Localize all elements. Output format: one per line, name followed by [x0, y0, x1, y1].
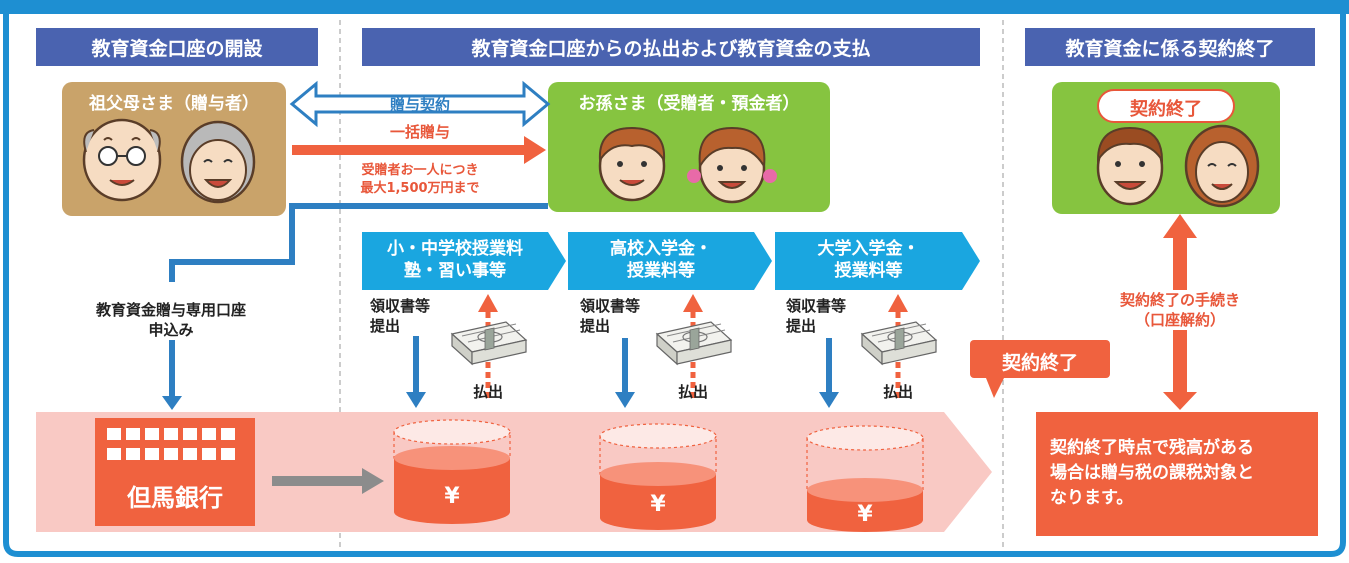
- receipt-label-3-line-1: 領収書等: [786, 297, 847, 315]
- savings-cylinder-icon: [393, 419, 511, 524]
- stage-chevron-2: [568, 232, 772, 290]
- termination-badge-tail: [986, 378, 1004, 398]
- gift-contract-arrow: [289, 80, 551, 128]
- cash-bundle-icon: [861, 321, 937, 365]
- account-band: [36, 412, 992, 532]
- termination-procedure-line-1: 契約終了の手続き: [1119, 291, 1240, 309]
- stage-1-line-1: 小・中学校授業料: [387, 239, 523, 259]
- withdraw-label-1: 払出: [472, 383, 503, 401]
- girl-face-icon: [687, 126, 777, 204]
- tax-note-line-1: 契約終了時点で残高がある: [1050, 438, 1254, 458]
- savings-cylinder-icon: [806, 425, 924, 532]
- termination-procedure-label: 契約終了の手続き （口座解約）: [1092, 290, 1268, 330]
- yen-label-2: ¥: [650, 492, 666, 517]
- tax-note: 契約終了時点で残高がある 場合は贈与税の課税対象と なります。: [1050, 436, 1310, 511]
- stage-chevron-3: [775, 232, 980, 290]
- receipt-label-3-line-2: 提出: [786, 317, 817, 335]
- receipt-label-2-line-1: 領収書等: [580, 297, 641, 315]
- cash-bundle-icon: [656, 321, 732, 365]
- termination-pill-label: 契約終了: [1130, 99, 1202, 120]
- stage-3-line-2: 授業料等: [834, 261, 903, 281]
- termination-badge: 契約終了: [1001, 352, 1078, 374]
- grandmother-face-icon: [180, 120, 256, 204]
- boy-face-icon: [598, 126, 666, 202]
- grandchild-label: お孫さま（受贈者・預金者）: [578, 94, 800, 114]
- grandparents-label: 祖父母さま（贈与者）: [89, 94, 259, 114]
- account-application-line-2: 申込み: [148, 321, 194, 339]
- yen-label-3: ¥: [857, 502, 873, 527]
- outer-frame: [3, 14, 1346, 557]
- termination-label-pill: [1097, 89, 1235, 123]
- stage-2-line-1: 高校入学金・: [610, 239, 712, 259]
- tax-note-box: [1036, 412, 1318, 536]
- termination-procedure-line-2: （口座解約）: [1134, 311, 1225, 329]
- stage-2-line-2: 授業料等: [627, 261, 695, 281]
- lump-sum-gift-label: 一括贈与: [389, 123, 450, 141]
- woman-face-icon: [1184, 124, 1260, 208]
- stage-chevron-1: [362, 232, 566, 290]
- receipt-label-2: 領収書等 提出: [580, 296, 660, 336]
- header-withdrawal-payment: 教育資金口座からの払出および教育資金の支払: [362, 28, 980, 66]
- gift-contract-label: 贈与契約: [389, 96, 450, 114]
- bank-name: 但馬銀行: [127, 484, 223, 512]
- receipt-label-2-line-2: 提出: [580, 317, 611, 335]
- cash-bundle-icon: [451, 321, 527, 365]
- stage-2-label: 高校入学金・ 授業料等: [568, 238, 754, 282]
- receipt-label-1-line-2: 提出: [370, 317, 401, 335]
- yen-label-1: ¥: [444, 484, 460, 509]
- tax-note-line-3: なります。: [1050, 488, 1134, 508]
- limit-note-line-2: 最大1,500万円まで: [360, 181, 480, 196]
- application-arrow-head: [162, 396, 182, 410]
- tax-note-line-2: 場合は贈与税の課税対象と: [1050, 463, 1254, 483]
- header-termination: 教育資金に係る契約終了: [1025, 28, 1315, 66]
- withdraw-label-2: 払出: [677, 383, 708, 401]
- application-connector: [169, 203, 548, 282]
- termination-badge-bg: [970, 340, 1110, 378]
- lump-sum-arrow: [292, 136, 546, 164]
- stage-1-line-2: 塾・習い事等: [404, 261, 506, 281]
- header-account-opening: 教育資金口座の開設: [36, 28, 318, 66]
- bank-building-icon: [95, 418, 255, 526]
- stage-1-label: 小・中学校授業料 塾・習い事等: [362, 238, 548, 282]
- receipt-label-1: 領収書等 提出: [370, 296, 450, 336]
- stage-3-line-1: 大学入学金・: [817, 239, 920, 259]
- savings-cylinder-icon: [599, 423, 717, 530]
- account-application-line-1: 教育資金贈与専用口座: [95, 301, 246, 319]
- stage-3-label: 大学入学金・ 授業料等: [775, 238, 962, 282]
- withdraw-label-3: 払出: [882, 383, 913, 401]
- top-frame-bar: [0, 0, 1349, 14]
- receipt-label-3: 領収書等 提出: [786, 296, 866, 336]
- limit-note: 受贈者お一人につき 最大1,500万円まで: [300, 162, 540, 198]
- man-face-icon: [1096, 126, 1164, 206]
- account-application-label: 教育資金贈与専用口座 申込み: [56, 300, 286, 340]
- transfer-arrow: [272, 468, 384, 494]
- receipt-label-1-line-1: 領収書等: [370, 297, 431, 315]
- grandfather-face-icon: [82, 118, 162, 202]
- limit-note-line-1: 受贈者お一人につき: [361, 163, 479, 178]
